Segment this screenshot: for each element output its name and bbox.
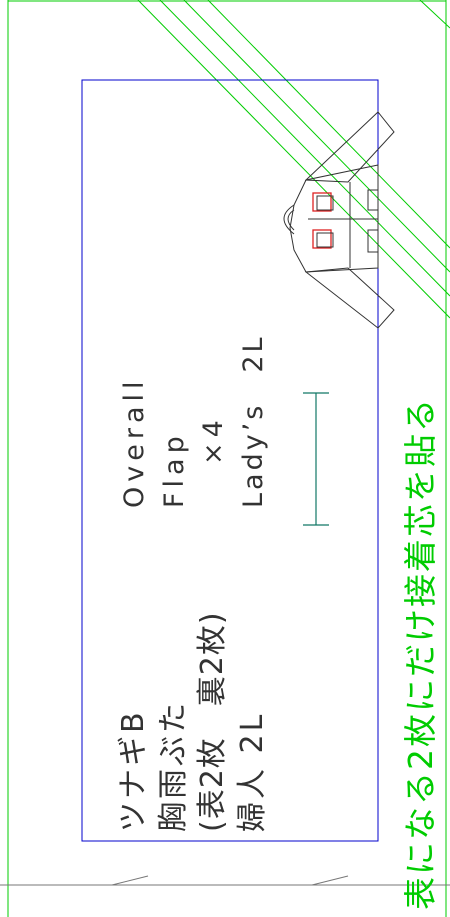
hatch-lines <box>137 0 450 319</box>
interfacing-note: 表になる2枚にだけ接着芯を貼る <box>401 397 440 910</box>
pattern-piece-outline <box>81 79 379 842</box>
label-en-line2: Flap <box>159 431 190 508</box>
label-jp-line1: ツナギB <box>116 709 151 832</box>
grainline-arrow-icon <box>303 392 329 526</box>
bottom-tick-left <box>111 875 149 886</box>
label-en-line4: Lady’s 2L <box>238 334 269 508</box>
label-jp-line2: 胸雨ぶた <box>156 700 191 832</box>
english-label-block: Overall Flap ×4 Lady’s 2L <box>119 334 269 508</box>
label-jp-line3: (表2枚 裏2枚) <box>195 611 230 832</box>
japanese-label-block: ツナギB 胸雨ぶた (表2枚 裏2枚) 婦人 2L <box>116 611 270 832</box>
label-en-line3: ×4 <box>198 415 229 465</box>
label-en-line1: Overall <box>119 377 150 509</box>
overall-garment-icon <box>283 111 395 329</box>
note-text: 表になる2枚にだけ接着芯を貼る <box>401 397 440 910</box>
label-jp-line4: 婦人 2L <box>235 712 270 832</box>
chest-pocket-bodies <box>316 195 334 248</box>
bottom-tick-right <box>311 875 349 886</box>
chest-pocket-flaps <box>312 192 332 249</box>
